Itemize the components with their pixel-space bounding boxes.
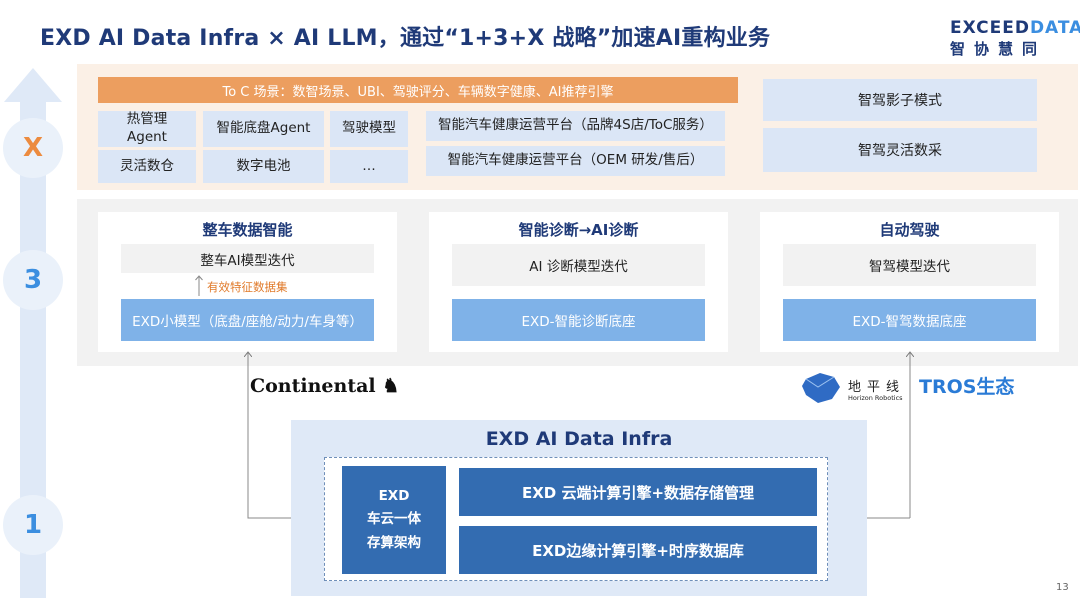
up-arrow-icon xyxy=(195,275,203,296)
tros-ecosystem-label: TROS生态 xyxy=(919,376,1015,398)
infra-title: EXD AI Data Infra xyxy=(485,428,673,450)
health-platform-4s-cell: 智能汽车健康运营平台（品牌4S店/ToC服务） xyxy=(426,111,725,141)
vehicle-small-model-base: EXD小模型（底盘/座舱/动力/车身等） xyxy=(121,299,374,341)
diagnosis-base: EXD-智能诊断底座 xyxy=(452,299,705,341)
brand-name-cn: 智协慧同 xyxy=(950,40,1047,58)
vehicle-cloud-line-2: 车云一体 xyxy=(367,511,421,528)
cloud-compute-engine-box: EXD 云端计算引擎+数据存储管理 xyxy=(459,468,817,516)
autonomous-base: EXD-智驾数据底座 xyxy=(783,299,1036,341)
brand-name-part2: DATA xyxy=(1029,18,1080,38)
thermal-agent-cell: 热管理 Agent xyxy=(98,111,196,147)
driving-model-cell: 驾驶模型 xyxy=(330,111,408,147)
level-x-badge: X xyxy=(3,118,63,178)
strategy-arrow-head xyxy=(4,68,62,102)
shadow-mode-cell: 智驾影子模式 xyxy=(763,79,1037,121)
digital-battery-cell: 数字电池 xyxy=(203,150,324,183)
brand-logo: EXCEEDDATA xyxy=(950,18,1080,38)
page-number: 13 xyxy=(1056,582,1069,593)
horizon-robotics-logo-icon xyxy=(802,373,840,403)
chassis-agent-cell: 智能底盘Agent xyxy=(203,111,324,147)
toc-scenarios-bar: To C 场景：数智场景、UBI、驾驶评分、车辆数字健康、AI推荐引擎 xyxy=(98,77,738,103)
vehicle-cloud-line-3: 存算架构 xyxy=(367,534,421,551)
horse-icon: ♞ xyxy=(382,375,400,397)
edge-compute-engine-box: EXD边缘计算引擎+时序数据库 xyxy=(459,526,817,574)
horizon-robotics-name: 地平线 xyxy=(848,380,906,395)
diagnosis-iteration-row: AI 诊断模型迭代 xyxy=(452,244,705,286)
autonomous-card-title: 自动驾驶 xyxy=(879,220,940,239)
slide-title: EXD AI Data Infra × AI LLM，通过“1+3+X 战略”加… xyxy=(40,26,771,51)
vehicle-cloud-architecture-box: EXD 车云一体 存算架构 xyxy=(342,466,446,574)
autonomous-iteration-row: 智驾模型迭代 xyxy=(783,244,1036,286)
flex-warehouse-cell: 灵活数仓 xyxy=(98,150,196,183)
more-cell: … xyxy=(330,150,408,183)
brand-name-part1: EXCEED xyxy=(950,18,1030,38)
continental-wordmark: Continental xyxy=(250,375,376,397)
diagnosis-card-title: 智能诊断→AI诊断 xyxy=(518,220,639,239)
level-3-badge: 3 xyxy=(3,250,63,310)
vehicle-cloud-line-1: EXD xyxy=(378,487,410,504)
vehicle-iteration-row: 整车AI模型迭代 xyxy=(121,244,374,273)
vehicle-card-title: 整车数据智能 xyxy=(202,220,293,239)
continental-logo: Continental ♞ xyxy=(250,375,399,397)
health-platform-oem-cell: 智能汽车健康运营平台（OEM 研发/售后） xyxy=(426,146,725,176)
horizon-robotics-en-name: Horizon Robotics xyxy=(848,394,903,402)
level-1-badge: 1 xyxy=(3,495,63,555)
feature-dataset-note: 有效特征数据集 xyxy=(207,280,288,294)
flex-collect-cell: 智驾灵活数采 xyxy=(763,128,1037,172)
